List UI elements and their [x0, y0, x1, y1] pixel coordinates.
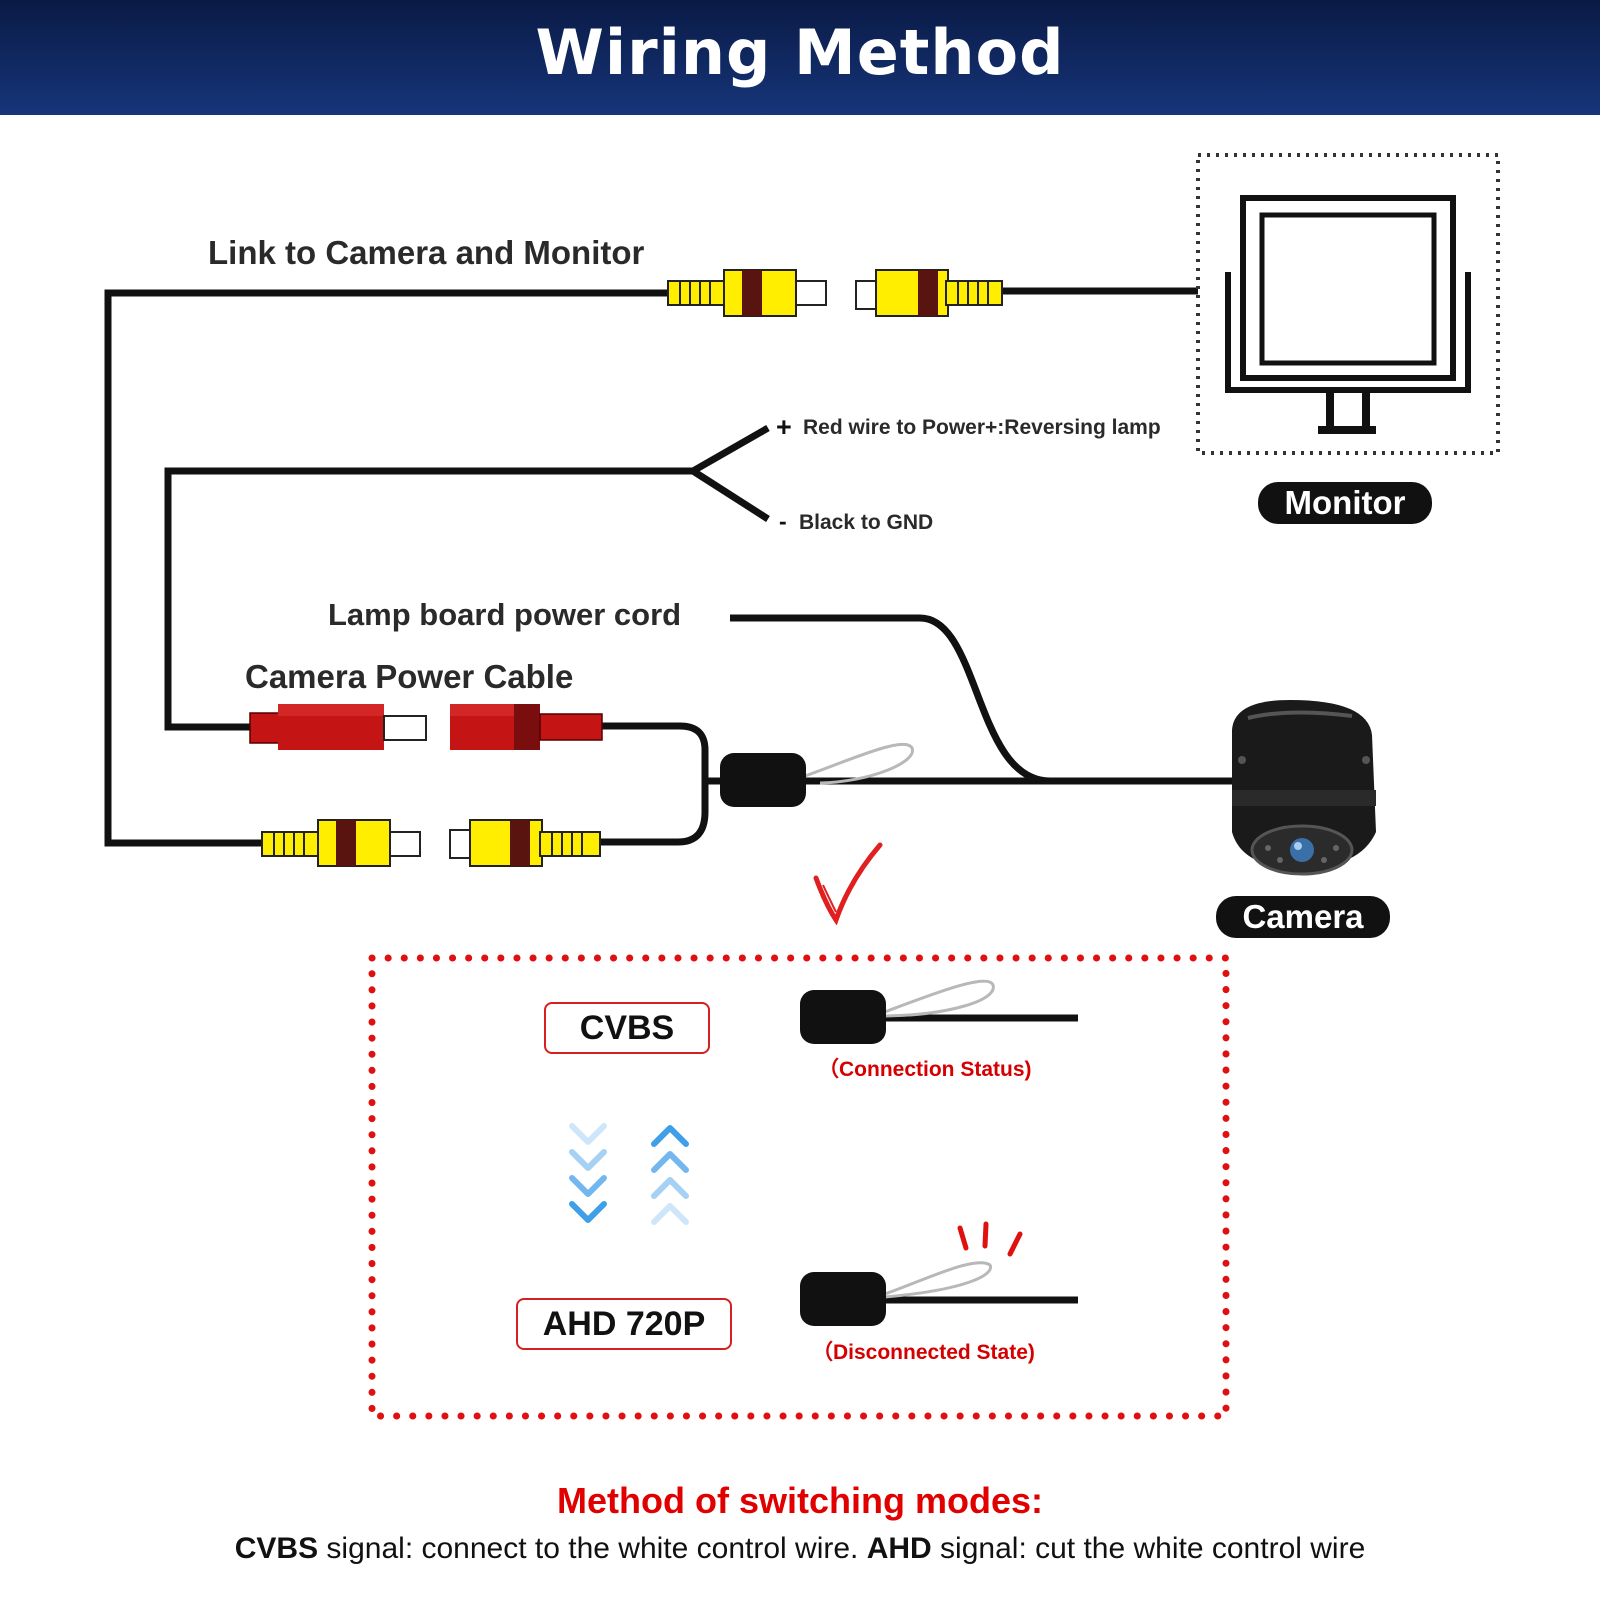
monitor-neck-left — [1326, 390, 1334, 430]
black-wire — [691, 468, 770, 522]
rca-body — [469, 819, 543, 867]
lamp-cord-label: Lamp board power cord — [328, 597, 682, 632]
ahd-state-label: （Disconnected State) — [812, 1341, 1035, 1364]
rca-ferrule — [261, 831, 321, 857]
white-control-wire-connected — [881, 979, 995, 1018]
rca-band — [510, 820, 530, 866]
inline-module — [720, 753, 806, 807]
camera-screw — [1238, 756, 1246, 764]
rca-pin — [389, 831, 421, 857]
white-control-wires — [804, 742, 995, 1299]
rca-jack-bottom-right — [449, 819, 601, 867]
cvbs-state-label: （Connection Status) — [818, 1058, 1032, 1081]
rca-ferrule — [667, 280, 727, 306]
minus-sign: - — [779, 508, 787, 534]
camera-led — [1333, 845, 1339, 851]
rca-ribs — [679, 281, 711, 305]
lamp-power-cord — [730, 614, 1051, 785]
camera-lens — [1290, 838, 1314, 862]
rca-sleeve — [855, 280, 879, 310]
cables — [104, 287, 1232, 1304]
rca-band — [918, 270, 938, 316]
camera-power-cable — [600, 722, 709, 846]
rca-band — [742, 270, 762, 316]
footer-cvbs-term: CVBS — [234, 1532, 319, 1565]
cvbs-module — [800, 990, 886, 1044]
black-wire-label: Black to GND — [799, 511, 934, 534]
spark-icon — [957, 1221, 1023, 1257]
monitor-bracket — [1225, 272, 1471, 393]
video-cable-left — [104, 289, 670, 847]
rca-jack-top-right — [855, 269, 1003, 317]
camera-label: Camera — [1216, 896, 1390, 938]
rca-plug-top-left — [667, 269, 827, 317]
monitor-frame-dotted — [1196, 153, 1500, 455]
rca-pin — [795, 280, 827, 306]
camera-power-label: Camera Power Cable — [245, 658, 574, 695]
chevron-up-icon — [651, 1125, 689, 1225]
camera-icon — [1232, 700, 1376, 876]
footer-cvbs-text: signal: connect to the white control wir… — [318, 1532, 867, 1565]
checkmark-icon-inner — [822, 884, 837, 913]
camera-housing — [1232, 700, 1376, 868]
rca-sleeve — [449, 829, 473, 859]
header-banner — [0, 0, 1600, 115]
footer-ahd-text: signal: cut the white control wire — [931, 1532, 1366, 1565]
link-label: Link to Camera and Monitor — [208, 234, 645, 271]
camera-highlight — [1247, 710, 1353, 720]
power-band — [514, 704, 540, 750]
power-body-shade — [450, 704, 530, 716]
mode-switch-frame — [368, 954, 1230, 1420]
camera-band — [1232, 790, 1376, 806]
rca-ferrule — [539, 831, 601, 857]
footer-ahd-term: AHD — [866, 1532, 932, 1565]
camera-screw — [1362, 756, 1370, 764]
monitor-icon — [1196, 153, 1500, 455]
footer-description: CVBS signal: connect to the white contro… — [0, 1532, 1600, 1566]
power-pin — [383, 715, 427, 741]
red-wire-label: Red wire to Power+:Reversing lamp — [803, 416, 1161, 439]
white-control-wire-cut — [881, 1261, 992, 1299]
rca-ferrule — [945, 280, 1003, 306]
rca-ribs — [957, 281, 989, 305]
power-ferrule — [539, 713, 603, 741]
rca-ribs — [273, 832, 305, 856]
page-title: Wiring Method — [535, 16, 1065, 89]
power-jack-right — [450, 704, 603, 750]
red-wire — [691, 424, 770, 475]
monitor-base — [1318, 426, 1376, 434]
camera-led — [1265, 845, 1271, 851]
monitor-label: Monitor — [1258, 482, 1432, 524]
cvbs-mode-label: CVBS — [544, 1002, 710, 1054]
monitor-neck-right — [1362, 390, 1370, 430]
checkmark-icon — [813, 842, 883, 926]
rca-band — [336, 820, 356, 866]
power-body-shade — [278, 704, 384, 716]
ahd-mode-label: AHD 720P — [516, 1298, 732, 1350]
camera-lens-glint — [1294, 842, 1302, 850]
rca-ribs — [551, 832, 583, 856]
power-plug-left — [249, 704, 427, 750]
monitor-bezel — [1240, 195, 1456, 381]
plus-sign: + — [776, 412, 792, 442]
power-cable-left — [164, 467, 693, 731]
white-control-wire — [804, 742, 914, 785]
rca-plug-bottom-left — [261, 819, 421, 867]
footer-title: Method of switching modes: — [557, 1480, 1043, 1521]
ahd-module — [800, 1272, 886, 1326]
camera-led — [1277, 857, 1283, 863]
monitor-screen — [1259, 212, 1437, 366]
chevron-down-icon — [569, 1123, 607, 1223]
power-ferrule — [249, 712, 281, 744]
camera-led — [1321, 857, 1327, 863]
